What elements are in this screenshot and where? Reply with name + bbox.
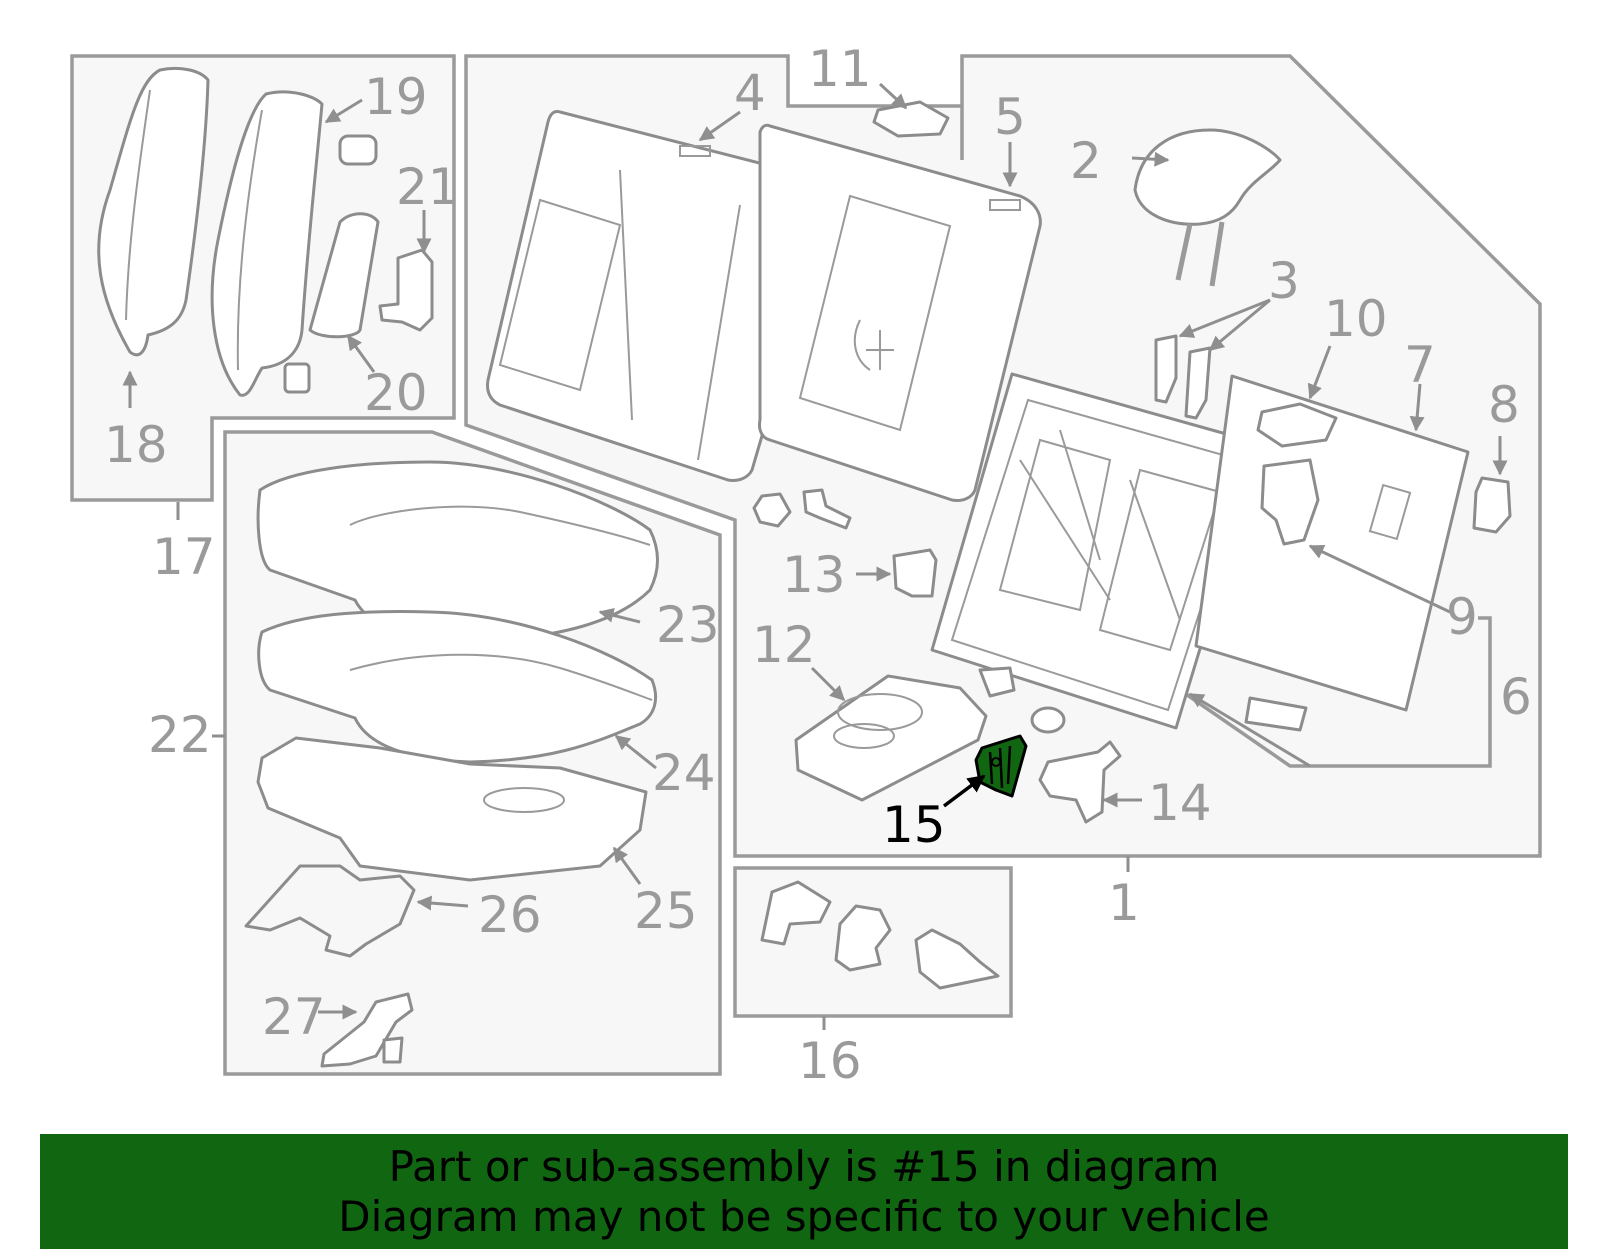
cushion-cover-24: [257, 610, 657, 764]
bolt: [802, 488, 852, 530]
callout-26: 26: [478, 886, 542, 944]
callout-labels: 1 2 3 4 5 6 7 8 9 10 11 12 13 14 15 16 1…: [104, 40, 1532, 1090]
callout-23: 23: [656, 596, 720, 654]
callout-9: 9: [1446, 588, 1478, 646]
callout-12: 12: [752, 616, 816, 674]
callout-13: 13: [782, 546, 846, 604]
headrest-posts: [1175, 221, 1225, 287]
callout-27: 27: [262, 988, 326, 1046]
callout-2: 2: [1070, 132, 1102, 190]
callout-17: 17: [152, 528, 216, 586]
bracket-26: [244, 864, 416, 958]
callout-8: 8: [1488, 376, 1520, 434]
seat-back-frame-6: [930, 372, 1264, 730]
cupholder-12: [794, 674, 988, 802]
group-box-6: [1179, 616, 1492, 768]
bracket-21: [378, 248, 434, 332]
bracket-13: [892, 548, 938, 598]
info-banner: Part or sub-assembly is #15 in diagram D…: [40, 1134, 1568, 1249]
callout-3: 3: [1268, 252, 1300, 310]
guides-3: [1154, 334, 1212, 420]
callout-1: 1: [1108, 874, 1140, 932]
panel-7: [1194, 374, 1470, 712]
grommet: [1030, 706, 1066, 734]
callout-5: 5: [994, 88, 1026, 146]
callout-4: 4: [734, 64, 766, 122]
callout-24: 24: [652, 744, 716, 802]
bezel-10: [1256, 402, 1338, 448]
callout-7: 7: [1404, 336, 1436, 394]
banner-line-1: Part or sub-assembly is #15 in diagram: [388, 1142, 1220, 1191]
hinges-16: [760, 880, 1000, 990]
bracket-14: [1038, 740, 1122, 824]
callout-25: 25: [634, 882, 698, 940]
callout-10: 10: [1324, 290, 1388, 348]
center-insert-11: [872, 100, 950, 138]
callout-19: 19: [364, 68, 428, 126]
armrest-pad-20: [308, 212, 380, 339]
callout-18: 18: [104, 416, 168, 474]
latch-9: [1260, 458, 1320, 546]
armrest-cover-18: [97, 66, 210, 357]
plate: [1244, 696, 1308, 732]
clip-19: [338, 134, 378, 166]
callout-21: 21: [396, 158, 460, 216]
callout-20: 20: [364, 364, 428, 422]
armrest-cover-19: [210, 90, 324, 397]
bushing: [752, 492, 792, 528]
callout-14: 14: [1148, 774, 1212, 832]
callout-16: 16: [798, 1032, 862, 1090]
clip-small: [283, 362, 311, 394]
bracket-27: [320, 992, 414, 1068]
cushion-pad-23: [256, 460, 659, 642]
banner-line-2: Diagram may not be specific to your vehi…: [338, 1192, 1270, 1241]
seat-back-cover-5: [758, 123, 1042, 502]
callout-11: 11: [808, 40, 872, 98]
headrest-2: [1133, 128, 1282, 226]
callout-6: 6: [1500, 668, 1532, 726]
callout-22: 22: [148, 706, 212, 764]
callout-15: 15: [882, 796, 946, 854]
latch-cover-8: [1472, 476, 1512, 534]
bracket-small: [978, 666, 1016, 698]
leader-lines: [122, 82, 1508, 1030]
part-15-highlighted: [974, 734, 1028, 798]
